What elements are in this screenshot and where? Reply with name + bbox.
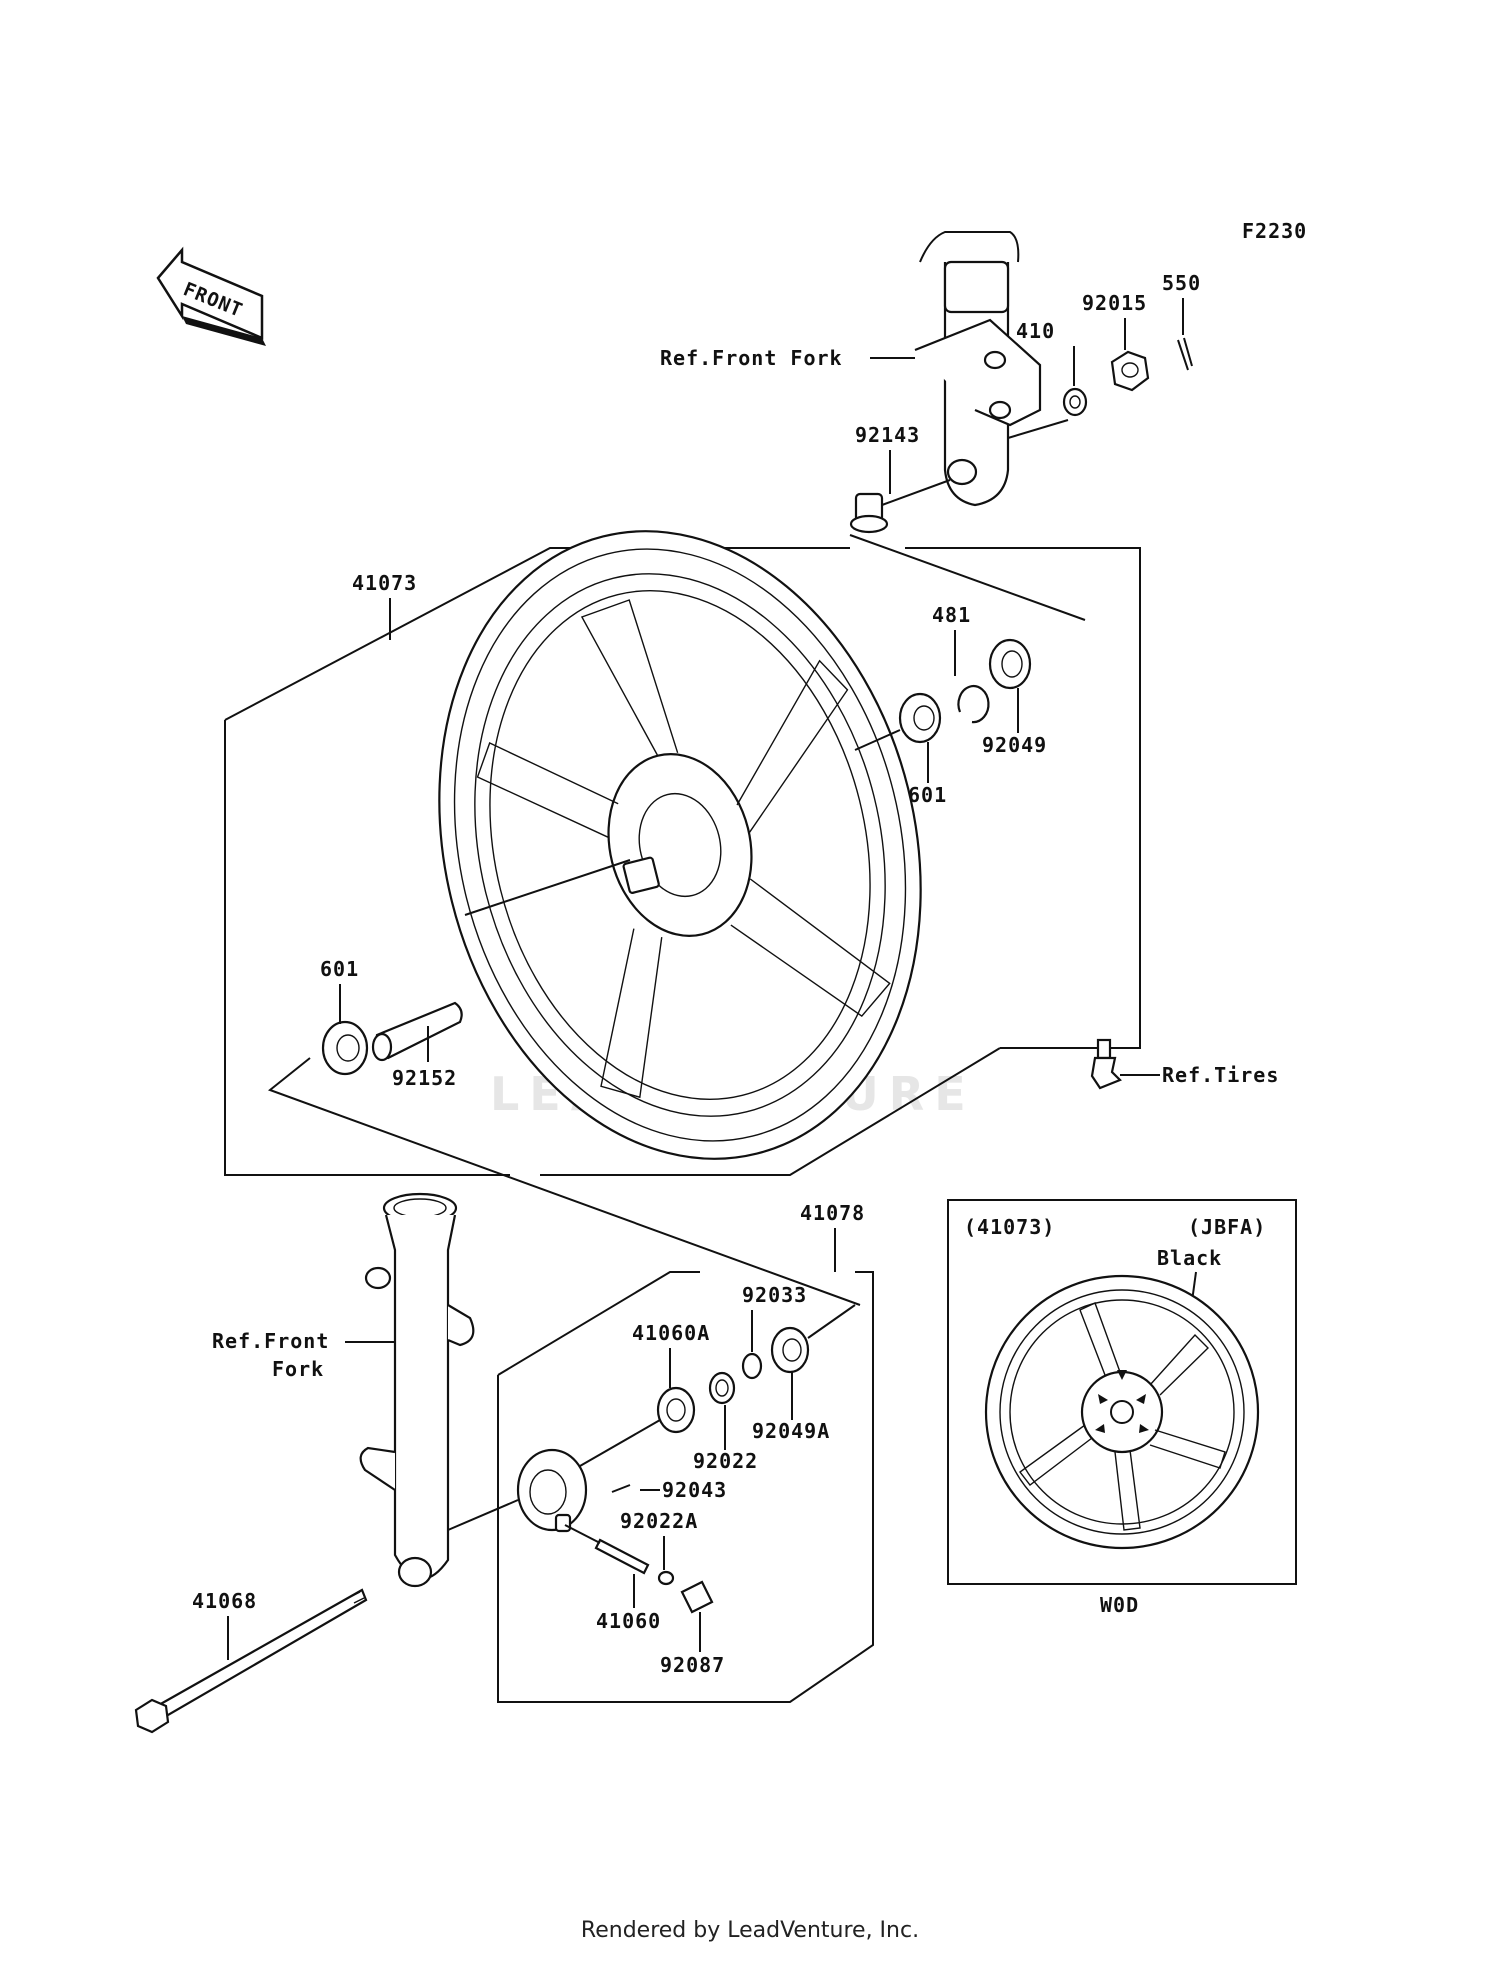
spacer-92152-icon	[371, 1001, 463, 1062]
label-92033: 92033	[742, 1283, 807, 1307]
cotter-pin-550-icon	[1177, 337, 1193, 371]
ref-front-fork-left-2: Fork	[272, 1357, 324, 1381]
ref-front-fork-left-1: Ref.Front	[212, 1329, 329, 1353]
valve-stem-icon	[1090, 1038, 1122, 1090]
washer-92022A-icon	[657, 1570, 675, 1586]
bearing-601-right-icon	[854, 692, 942, 751]
inset-code: W0D	[1100, 1593, 1139, 1617]
label-92049: 92049	[982, 733, 1047, 757]
label-41073: 41073	[352, 571, 417, 595]
label-550: 550	[1162, 271, 1201, 295]
label-92043: 92043	[662, 1478, 727, 1502]
washer-92022-icon	[708, 1371, 736, 1405]
ref-tires: Ref.Tires	[1162, 1063, 1279, 1087]
inset-variant-code: (JBFA)	[1188, 1215, 1266, 1239]
label-41060A: 41060A	[632, 1321, 710, 1345]
circlip-92033-icon	[741, 1352, 763, 1380]
oil-seal-92049-icon	[988, 638, 1032, 690]
pin-92043-icon	[611, 1484, 631, 1493]
circlip-481-icon	[957, 685, 990, 724]
variant-inset-box	[947, 1199, 1297, 1585]
gear-41060A-icon	[656, 1386, 696, 1434]
black-wheel-variant-drawing	[984, 1274, 1260, 1550]
front-fork-upper-drawing	[914, 231, 1069, 507]
front-wheel-drawing	[438, 530, 922, 1160]
diagram-code: F2230	[1242, 219, 1307, 243]
label-92049A: 92049A	[752, 1419, 830, 1443]
label-92022A: 92022A	[620, 1509, 698, 1533]
label-410: 410	[1016, 319, 1055, 343]
bearing-601-left-icon	[321, 1020, 369, 1076]
washer-410-icon	[1062, 387, 1088, 417]
label-92143: 92143	[855, 423, 920, 447]
front-fork-left-drawing	[359, 1192, 519, 1588]
label-92022: 92022	[693, 1449, 758, 1473]
footer-credit: Rendered by LeadVenture, Inc.	[580, 1918, 920, 1943]
worm-gear-41060-icon	[564, 1524, 650, 1575]
ref-front-fork-top: Ref.Front Fork	[660, 346, 843, 370]
label-601-right: 601	[908, 783, 947, 807]
inset-ref-part: (41073)	[964, 1215, 1055, 1239]
oil-seal-92049A-icon	[770, 1326, 810, 1374]
label-41078: 41078	[800, 1201, 865, 1225]
collar-92143-icon	[849, 479, 951, 534]
label-41060: 41060	[596, 1609, 661, 1633]
front-arrow-icon: FRONT	[156, 246, 266, 346]
label-92152: 92152	[392, 1066, 457, 1090]
speedo-gear-housing-icon	[516, 1419, 661, 1533]
label-41068: 41068	[192, 1589, 257, 1613]
label-92087: 92087	[660, 1653, 725, 1677]
label-92015: 92015	[1082, 291, 1147, 315]
label-481: 481	[932, 603, 971, 627]
inset-color: Black	[1157, 1246, 1222, 1270]
bushing-92087-icon	[680, 1580, 714, 1614]
castle-nut-92015-icon	[1110, 350, 1150, 392]
axle-41068-icon	[134, 1588, 368, 1734]
label-601-left: 601	[320, 957, 359, 981]
